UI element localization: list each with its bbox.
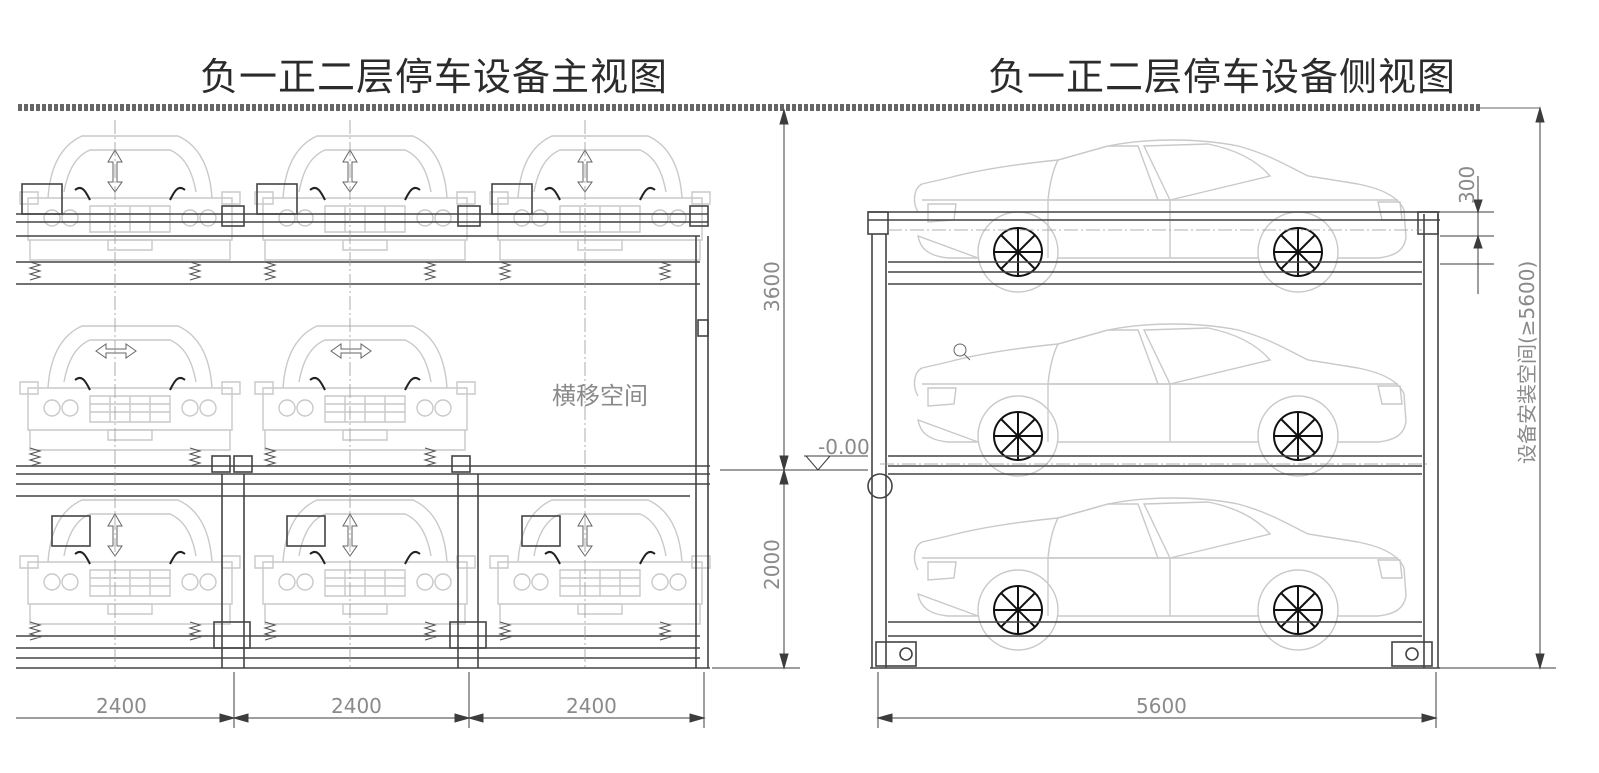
install-space-dimension: 设备安装空间(≥5600) [1515,261,1539,464]
front-view: 横移空间 [16,120,711,669]
ground-level-marker: -0.00 [720,435,870,471]
magnifier-icon [953,343,971,361]
upper-height-dimension: 3600 [760,261,784,312]
front-view-title: 负一正二层停车设备主视图 [200,55,669,99]
width-dimension-3: 2400 [566,694,617,718]
ground-surface-band [18,104,1480,111]
ground-level-label: -0.00 [818,435,870,459]
side-view [867,139,1440,669]
front-width-dimensions [16,672,706,728]
side-length-dimension-line [876,672,1438,728]
side-length-dimension: 5600 [1136,694,1187,718]
transverse-space-label: 横移空间 [552,382,648,410]
side-vertical-dimensions [1440,106,1556,670]
front-vertical-dimensions [712,108,800,670]
side-view-title: 负一正二层停车设备侧视图 [988,55,1457,99]
width-dimension-2: 2400 [331,694,382,718]
offset-dimension: 300 [1455,166,1479,204]
width-dimension-1: 2400 [96,694,147,718]
lower-height-dimension: 2000 [760,539,784,590]
